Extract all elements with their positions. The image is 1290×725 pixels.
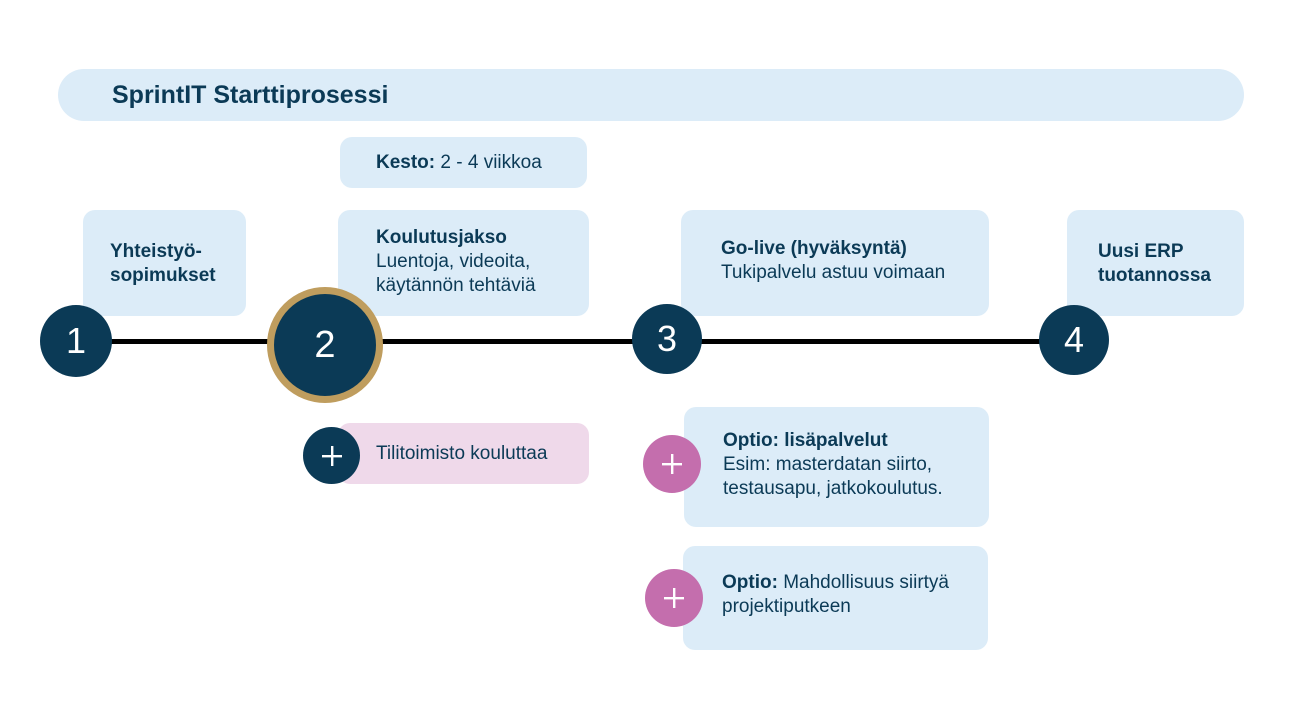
timeline-line: [76, 339, 1076, 344]
step-3-heading: Go-live (hyväksyntä): [721, 238, 907, 259]
step-1-line-2: sopimukset: [110, 265, 216, 286]
duration-value: 2 - 4 viikkoa: [440, 151, 542, 173]
step-2-line-2: käytännön tehtäviä: [376, 275, 536, 296]
step-4-node: 4: [1039, 305, 1109, 375]
option-lisapalvelut-line-1: Esim: masterdatan siirto,: [723, 454, 933, 475]
step-4-box: Uusi ERP tuotannossa: [1067, 210, 1244, 316]
step-3-line-1: Tukipalvelu astuu voimaan: [721, 262, 946, 283]
option-lisapalvelut-heading: Optio: lisäpalvelut: [723, 430, 888, 451]
option-lisapalvelut-line-2: testausapu, jatkokoulutus.: [723, 478, 943, 499]
step-3-node: 3: [632, 304, 702, 374]
option-projektiputki-box: Optio: Mahdollisuus siirtyä projektiputk…: [683, 546, 988, 650]
tilitoimisto-text: Tilitoimisto kouluttaa: [376, 442, 548, 464]
option-projektiputki-label: Optio:: [722, 572, 778, 593]
step-4-line-1: Uusi ERP: [1098, 241, 1184, 262]
plus-icon: [303, 427, 360, 484]
option-projektiputki-line-1: Mahdollisuus siirtyä: [777, 572, 950, 593]
step-2-box: Koulutusjakso Luentoja, videoita, käytän…: [338, 210, 589, 316]
step-1-node: 1: [40, 305, 112, 377]
page-title: SprintIT Starttiprosessi: [112, 80, 389, 109]
step-2-node: 2: [267, 287, 383, 403]
step-3-box: Go-live (hyväksyntä) Tukipalvelu astuu v…: [681, 210, 989, 316]
step-2-line-1: Luentoja, videoita,: [376, 251, 531, 272]
plus-icon: [645, 569, 703, 627]
duration-box: Kesto: 2 - 4 viikkoa: [340, 137, 587, 188]
duration-label: Kesto:: [376, 151, 436, 173]
title-bar: SprintIT Starttiprosessi: [58, 69, 1244, 121]
plus-icon: [643, 435, 701, 493]
step-2-heading: Koulutusjakso: [376, 227, 507, 248]
step-1-line-1: Yhteistyö-: [110, 241, 202, 262]
step-1-box: Yhteistyö- sopimukset: [83, 210, 246, 316]
tilitoimisto-box: Tilitoimisto kouluttaa: [338, 423, 589, 484]
step-4-line-2: tuotannossa: [1098, 265, 1211, 286]
option-lisapalvelut-box: Optio: lisäpalvelut Esim: masterdatan si…: [684, 407, 989, 527]
option-projektiputki-line-2: projektiputkeen: [722, 596, 851, 617]
